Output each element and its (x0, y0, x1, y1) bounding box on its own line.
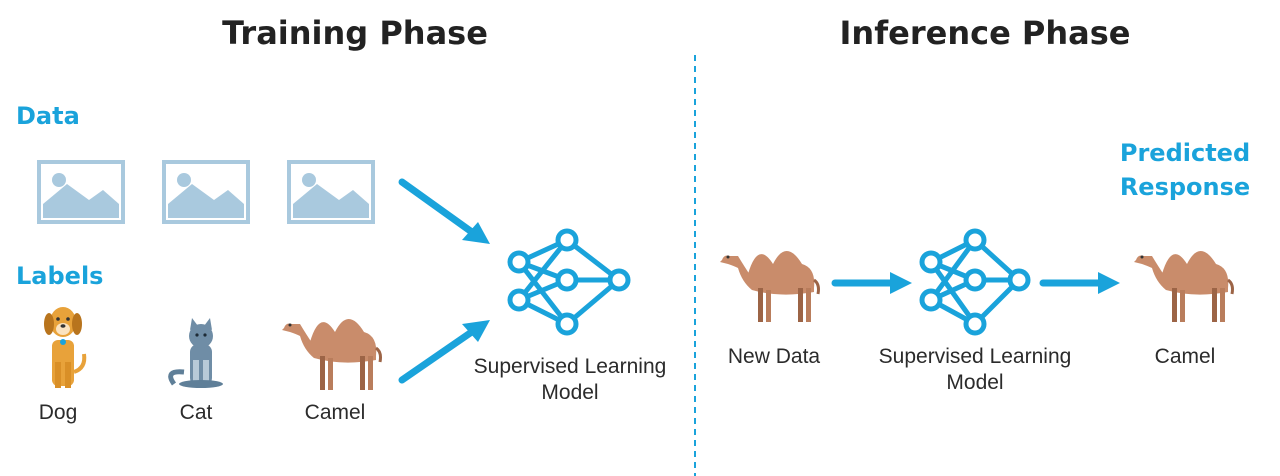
training-phase-title: Training Phase (222, 14, 488, 52)
camel-icon (282, 319, 382, 390)
cat-caption: Cat (179, 401, 213, 424)
arrow-right-icon (831, 272, 912, 294)
training-model-caption-line2: Model (541, 381, 599, 404)
neural-network-icon (919, 228, 1031, 336)
new-data-caption: New Data (727, 345, 821, 368)
arrow-down-right-icon (398, 178, 490, 244)
arrow-up-right-icon (398, 320, 490, 384)
training-model-caption-line1: Supervised Learning (473, 355, 667, 378)
phase-divider (694, 55, 696, 476)
neural-network-icon (507, 228, 631, 336)
image-placeholder-icon (37, 160, 125, 224)
camel-icon (1134, 251, 1234, 322)
camel-caption: Camel (304, 401, 366, 424)
predicted-response-line2: Response (1119, 173, 1251, 201)
data-label: Data (16, 102, 80, 130)
labels-label: Labels (16, 262, 104, 290)
inference-model-caption-line2: Model (946, 371, 1004, 394)
result-caption: Camel (1154, 345, 1216, 368)
inference-phase-title: Inference Phase (839, 14, 1131, 52)
image-placeholder-icon (287, 160, 375, 224)
cat-icon (168, 318, 223, 388)
predicted-response-line1: Predicted (1119, 139, 1251, 167)
image-placeholder-icon (162, 160, 250, 224)
dog-caption: Dog (38, 401, 78, 424)
dog-icon (44, 307, 87, 388)
camel-icon (720, 251, 820, 322)
arrow-right-icon (1039, 272, 1120, 294)
inference-model-caption-line1: Supervised Learning (878, 345, 1072, 368)
